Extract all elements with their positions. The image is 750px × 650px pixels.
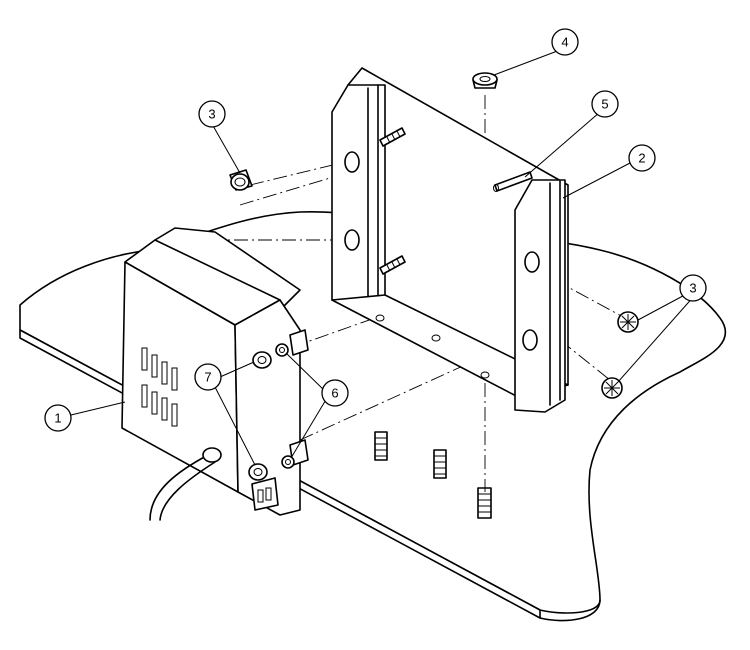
cap-right-upper [617,311,639,333]
bracket [331,67,569,413]
callout-3-left: 3 [198,100,226,128]
callout-7: 7 [194,363,222,391]
panel-stud-left [374,431,388,461]
cap-right-lower [601,377,623,399]
panel-stud-right [477,487,492,519]
panel-stud-middle [433,449,447,479]
callout-3-right: 3 [679,274,707,302]
callout-6: 6 [321,379,349,407]
callout-3-right-label: 3 [689,281,696,296]
cap-upper-left [229,169,253,191]
callout-6-label: 6 [331,386,338,401]
washer-upper [275,343,289,357]
nut-upper [252,351,272,369]
nut-lower [248,463,268,481]
washer-lower [281,455,295,469]
callout-3-left-label: 3 [208,107,215,122]
leader-lines [70,49,696,466]
callout-5: 5 [591,90,619,118]
pin [493,171,533,192]
bracket-stud-upper [379,127,406,147]
vent-slots [141,347,178,427]
callout-1-label: 1 [54,411,61,426]
bracket-stud-lower [379,255,406,275]
callout-7-label: 7 [204,370,211,385]
callout-1: 1 [44,404,72,432]
callout-4-label: 4 [561,35,568,50]
callout-2: 2 [628,144,656,172]
callout-5-label: 5 [601,97,608,112]
callout-2-label: 2 [638,151,645,166]
nut-top [472,72,498,89]
callout-4: 4 [551,28,579,56]
